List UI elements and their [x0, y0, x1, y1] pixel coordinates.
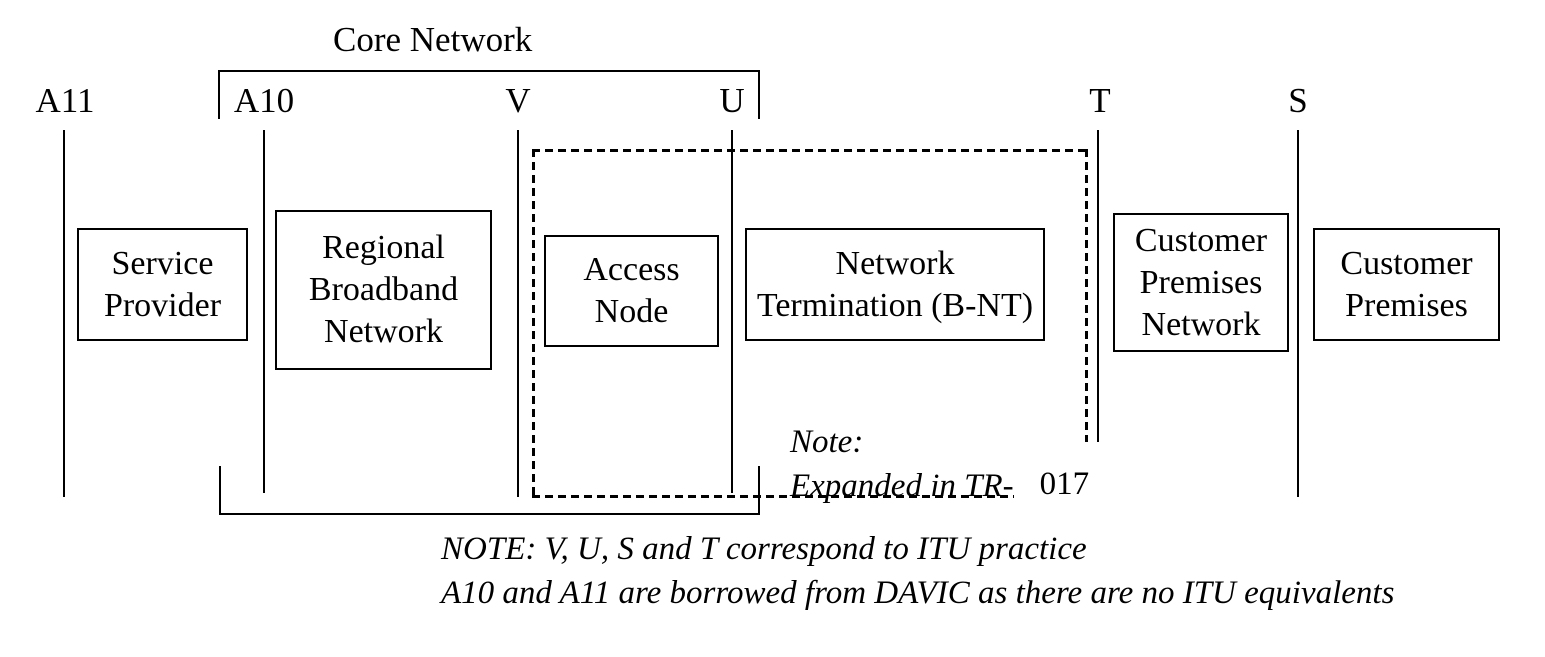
box-network-termination-label: Network Termination (B-NT) — [756, 244, 1034, 324]
expansion-note-body-number: 017 — [1039, 466, 1090, 502]
a11-reference-line — [63, 130, 65, 497]
expansion-note: Note: Expanded in TR- 017 — [790, 420, 1089, 508]
footnote-line1: NOTE: V, U, S and T correspond to ITU pr… — [441, 531, 1087, 567]
access-span-bottom-bracket — [219, 466, 760, 515]
box-regional-broadband-network-label: Regional Broadband Network — [308, 229, 459, 350]
core-network-label: Core Network — [333, 20, 533, 59]
box-customer-premises-network: Customer Premises Network — [1113, 213, 1289, 352]
ref-point-label-s: S — [1288, 81, 1308, 120]
box-customer-premises: Customer Premises — [1313, 228, 1500, 341]
u-reference-line — [731, 130, 733, 493]
box-regional-broadband-network: Regional Broadband Network — [275, 210, 492, 370]
ref-point-label-a10: A10 — [233, 81, 295, 120]
ref-point-label-t: T — [1089, 81, 1111, 120]
core-network-bracket — [218, 70, 760, 119]
dashed-outline-bottom-edge — [532, 495, 1014, 498]
box-network-termination: Network Termination (B-NT) — [745, 228, 1045, 341]
dashed-outline-top-edge — [532, 149, 1088, 152]
ref-point-label-v: V — [505, 81, 531, 120]
v-reference-line — [517, 130, 519, 497]
diagram-footnote: NOTE: V, U, S and T correspond to ITU pr… — [441, 527, 1394, 615]
footnote-line2: A10 and A11 are borrowed from DAVIC as t… — [441, 575, 1395, 611]
box-access-node-label: Access Node — [583, 251, 680, 330]
box-service-provider-label: Service Provider — [103, 244, 222, 324]
box-customer-premises-label: Customer Premises — [1340, 244, 1473, 324]
box-customer-premises-network-label: Customer Premises Network — [1134, 221, 1268, 343]
box-access-node: Access Node — [544, 235, 719, 347]
dashed-outline-right-edge — [1085, 149, 1088, 442]
ref-point-label-a11: A11 — [35, 81, 95, 120]
box-service-provider: Service Provider — [77, 228, 248, 341]
a10-reference-line — [263, 130, 265, 493]
expansion-note-heading: Note: — [790, 424, 864, 460]
t-reference-line — [1097, 130, 1099, 442]
dashed-outline-left-edge — [532, 149, 535, 498]
expansion-note-body: Expanded in TR- 017 — [790, 464, 1089, 508]
ref-point-label-u: U — [719, 81, 745, 120]
s-reference-line — [1297, 130, 1299, 497]
expansion-note-body-italic: Expanded in TR- — [790, 468, 1014, 504]
